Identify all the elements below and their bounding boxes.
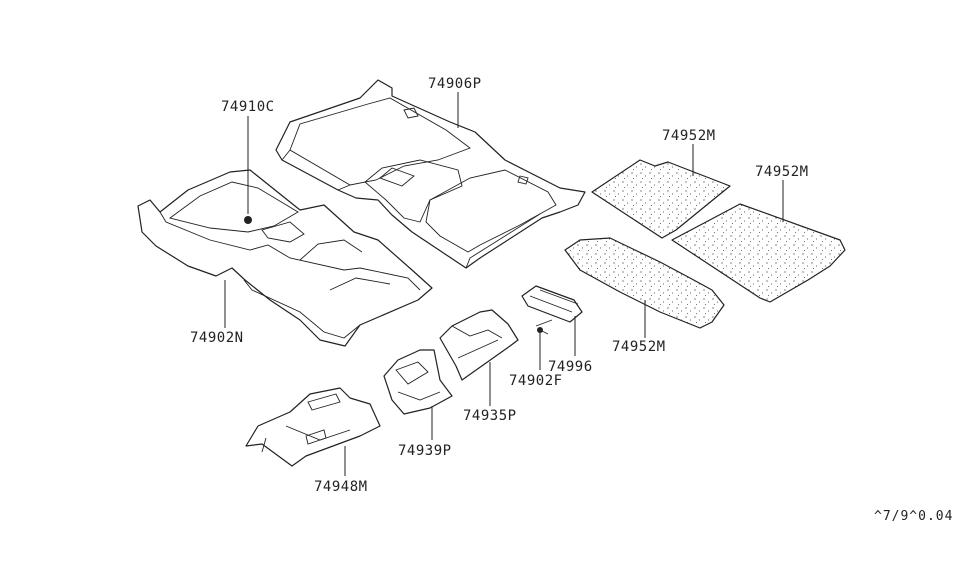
insulator-74948m <box>245 387 381 467</box>
clip-74902f <box>535 319 553 335</box>
insulator-74939p <box>383 349 453 415</box>
label-74948m: 74948M <box>314 479 368 495</box>
label-74935p: 74935P <box>463 408 517 424</box>
label-74952m-long: 74952M <box>612 339 666 355</box>
label-74902f: 74902F <box>509 373 563 389</box>
label-74952m-right: 74952M <box>755 164 809 180</box>
bracket-74996 <box>521 285 583 323</box>
label-74906p: 74906P <box>428 76 482 92</box>
label-74996: 74996 <box>548 359 593 375</box>
label-74939p: 74939P <box>398 443 452 459</box>
label-74902n: 74902N <box>190 330 244 346</box>
reference-code: ^7/9^0.04 <box>874 509 953 524</box>
floor-mat-long <box>564 237 725 329</box>
label-74910c: 74910C <box>221 99 275 115</box>
floor-mat-upper <box>591 159 731 239</box>
rear-floor-carpet <box>275 79 586 269</box>
label-74952m-upper: 74952M <box>662 128 716 144</box>
leader-lines <box>224 92 784 476</box>
floor-mat-right <box>671 203 846 303</box>
insulator-74935p <box>439 309 519 381</box>
front-floor-carpet <box>137 169 433 347</box>
